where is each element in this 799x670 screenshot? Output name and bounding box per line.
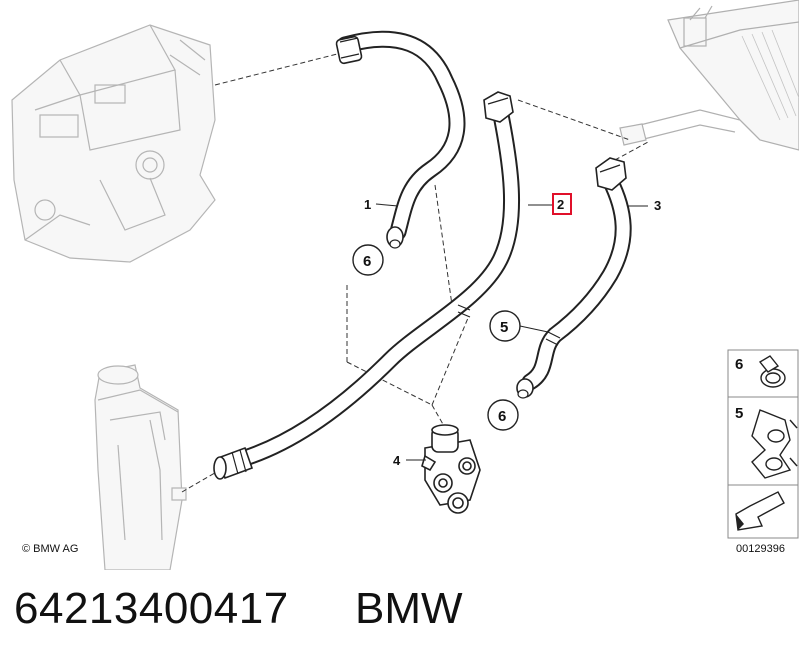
legend-item-5: 5 <box>735 405 798 479</box>
parts-legend-panel: 6 5 00129396 <box>727 349 799 555</box>
copyright-label: © BMW AG <box>22 543 78 555</box>
direction-arrow-icon <box>735 491 785 531</box>
exploded-parts-diagram: 1 2 3 4 6 5 6 6 5 <box>11 0 799 570</box>
heater-core-illustration <box>619 0 799 151</box>
brand-name: BMW <box>355 584 463 633</box>
legend-item-6: 6 <box>735 355 786 388</box>
hose-3[interactable] <box>516 157 632 399</box>
callout-clamp-6-top: 6 <box>352 244 384 276</box>
callout-hose-3: 3 <box>654 198 661 213</box>
engine-block-illustration <box>11 24 216 263</box>
callout-hose-1: 1 <box>364 197 371 212</box>
expansion-tank-illustration <box>94 364 187 570</box>
callout-clamp-5: 5 <box>489 310 521 342</box>
diagram-number: 00129396 <box>736 543 785 555</box>
svg-text:6: 6 <box>735 356 743 373</box>
water-valve-4[interactable] <box>421 424 481 514</box>
callout-ticks <box>375 203 648 461</box>
hose-2[interactable] <box>213 91 520 480</box>
svg-text:5: 5 <box>500 319 508 336</box>
svg-text:6: 6 <box>498 408 506 425</box>
callout-hose-2-box[interactable]: 2 <box>552 193 572 215</box>
part-number: 64213400417 <box>14 584 289 633</box>
leader-lines <box>181 51 649 493</box>
svg-text:6: 6 <box>363 253 371 270</box>
callout-clamp-6-bottom: 6 <box>487 399 519 431</box>
callout-hose-2: 2 <box>557 197 564 212</box>
highlight-box <box>552 193 572 215</box>
holder-clip-icon <box>751 409 798 479</box>
hose-1[interactable] <box>335 30 466 249</box>
hose-2-end-fitting <box>213 446 254 480</box>
svg-text:5: 5 <box>735 405 743 422</box>
hose-clamp-icon <box>758 355 786 388</box>
callout-valve-4: 4 <box>393 453 401 468</box>
